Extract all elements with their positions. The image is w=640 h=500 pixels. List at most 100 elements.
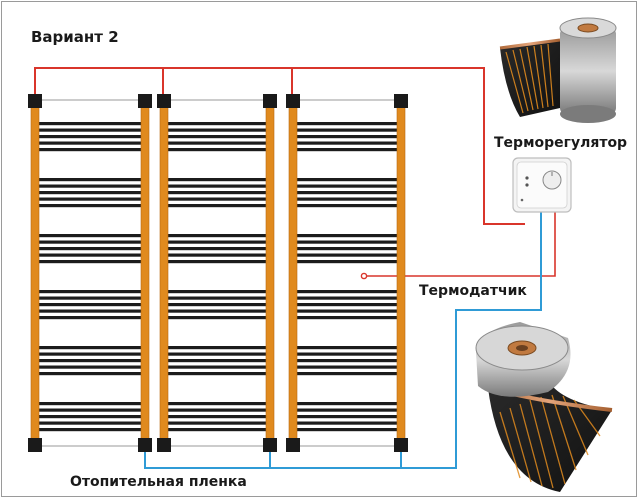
terminal-clamp <box>286 438 300 452</box>
heating-stripe <box>297 359 397 363</box>
heating-stripe <box>168 247 266 251</box>
heating-film-panels <box>28 94 408 452</box>
heating-stripe <box>297 296 397 300</box>
heating-stripe <box>297 352 397 356</box>
heating-stripe <box>39 415 141 419</box>
heating-stripe <box>39 290 141 294</box>
thermostat-icon <box>512 157 572 213</box>
heating-stripe <box>39 316 141 320</box>
copper-bus-strip <box>159 105 169 441</box>
heating-film-label: Отопительная пленка <box>70 474 247 490</box>
heating-stripe <box>168 253 266 257</box>
heating-stripe <box>297 234 397 238</box>
heating-stripe <box>297 408 397 412</box>
terminal-clamp <box>28 438 42 452</box>
terminal-clamp <box>157 438 171 452</box>
heating-stripe <box>168 135 266 139</box>
heating-stripe <box>297 303 397 307</box>
terminal-clamp <box>157 94 171 108</box>
heating-stripe <box>168 402 266 406</box>
heating-stripe <box>297 128 397 132</box>
heating-stripe <box>39 191 141 195</box>
terminal-clamp <box>138 94 152 108</box>
heating-stripe <box>168 359 266 363</box>
thermostat-label: Терморегулятор <box>494 135 628 151</box>
heating-stripe <box>297 309 397 313</box>
heating-stripe <box>168 421 266 425</box>
heating-stripe <box>168 184 266 188</box>
wiring <box>34 67 556 469</box>
heating-stripe <box>168 428 266 432</box>
film-roll-icon <box>475 322 613 492</box>
heating-stripe <box>297 316 397 320</box>
terminal-clamp <box>263 438 277 452</box>
heating-stripe <box>168 303 266 307</box>
heating-stripe <box>297 191 397 195</box>
heating-stripe <box>297 135 397 139</box>
heating-stripe <box>297 247 397 251</box>
heating-stripe <box>168 141 266 145</box>
terminal-clamp <box>394 94 408 108</box>
diagram-title: Вариант 2 <box>31 28 119 46</box>
copper-bus-strip <box>396 105 406 441</box>
terminal-clamp <box>286 94 300 108</box>
heating-stripe <box>297 178 397 182</box>
heating-stripe <box>39 303 141 307</box>
heating-stripe <box>297 365 397 369</box>
heating-stripe <box>168 191 266 195</box>
heating-stripe <box>39 408 141 412</box>
heating-stripe <box>39 240 141 244</box>
heating-stripe <box>297 421 397 425</box>
temperature-sensor-icon <box>360 272 368 280</box>
heating-stripe <box>168 148 266 152</box>
heating-stripe <box>39 260 141 264</box>
heating-stripe <box>39 359 141 363</box>
heating-stripe <box>168 408 266 412</box>
heating-stripe <box>168 240 266 244</box>
heating-stripe <box>168 365 266 369</box>
heating-stripe <box>297 141 397 145</box>
heating-stripe <box>297 260 397 264</box>
heating-stripe <box>168 296 266 300</box>
heating-stripe <box>39 346 141 350</box>
heating-stripe <box>168 309 266 313</box>
heating-stripe <box>39 135 141 139</box>
heating-stripe <box>297 197 397 201</box>
heating-stripe <box>168 346 266 350</box>
heating-stripe <box>39 421 141 425</box>
heating-stripe <box>39 402 141 406</box>
heating-stripe <box>168 122 266 126</box>
heating-stripe <box>39 184 141 188</box>
supply-wire <box>34 67 525 225</box>
heating-stripe <box>297 240 397 244</box>
heating-stripe <box>39 253 141 257</box>
heating-film-panel <box>286 94 408 452</box>
heating-stripe <box>297 204 397 208</box>
heating-stripe <box>297 428 397 432</box>
heating-stripe <box>39 197 141 201</box>
heating-film-panel <box>28 94 152 452</box>
heating-stripe <box>39 296 141 300</box>
heating-stripe <box>297 253 397 257</box>
heating-stripe <box>297 148 397 152</box>
heating-stripe <box>39 428 141 432</box>
heating-stripe <box>39 178 141 182</box>
film-roll-icon <box>499 17 617 123</box>
heating-stripe <box>39 247 141 251</box>
heating-stripe <box>39 122 141 126</box>
terminal-clamp <box>394 438 408 452</box>
heating-stripe <box>168 316 266 320</box>
copper-bus-strip <box>30 105 40 441</box>
heating-stripe <box>297 290 397 294</box>
heating-stripe <box>39 128 141 132</box>
heating-stripe <box>297 402 397 406</box>
return-wire <box>144 212 542 469</box>
heating-stripe <box>168 260 266 264</box>
heating-stripe <box>168 197 266 201</box>
heating-stripe <box>168 372 266 376</box>
heating-stripe <box>168 128 266 132</box>
heating-stripe <box>39 365 141 369</box>
heating-stripe <box>297 122 397 126</box>
